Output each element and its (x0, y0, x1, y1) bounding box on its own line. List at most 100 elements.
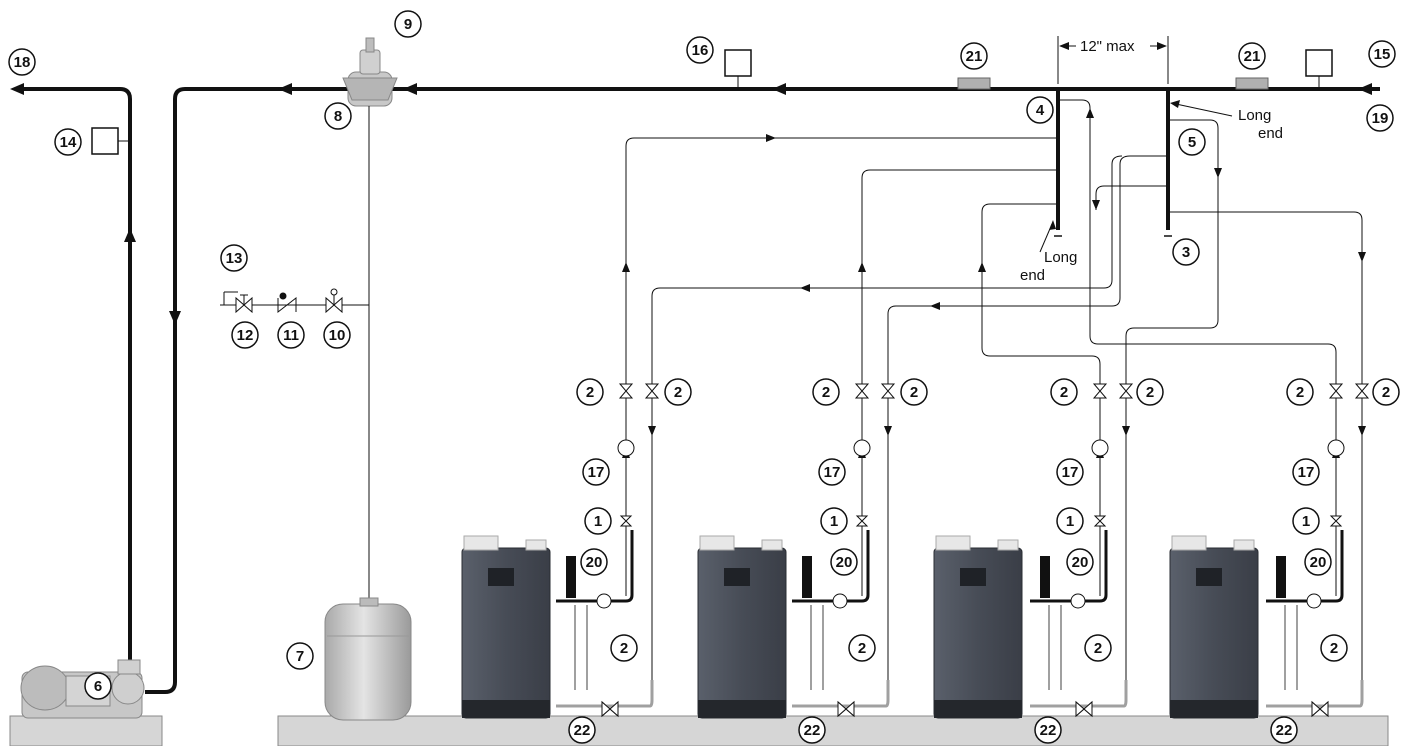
system-pump (20, 659, 145, 719)
callout-label: 14 (60, 134, 77, 151)
floor-base-left (9, 715, 163, 746)
callout-c5: 5 (1178, 128, 1206, 156)
callout-label: 17 (588, 464, 605, 481)
callout-circle (1292, 507, 1320, 535)
callout-c1_b4: 1 (1292, 507, 1320, 535)
callout-circle (1066, 548, 1094, 576)
callout-label: 1 (1302, 513, 1310, 530)
floor-base-right (277, 715, 1389, 746)
callout-label: 2 (1296, 384, 1304, 401)
callout-c18: 18 (8, 48, 36, 76)
secondary-flow-arrows (622, 108, 1366, 458)
callout-circle (610, 634, 638, 662)
callout-label: 22 (574, 722, 591, 739)
callout-label: 4 (1036, 102, 1045, 119)
boiler-3 (933, 530, 1128, 719)
callout-circle (1136, 378, 1164, 406)
sensor-14 (91, 127, 119, 155)
callout-label: 5 (1188, 134, 1196, 151)
callout-label: 17 (1062, 464, 1079, 481)
callout-label: 2 (620, 640, 628, 657)
callout-c22_b3: 22 (1034, 716, 1062, 744)
callout-c22_b1: 22 (568, 716, 596, 744)
callout-circle (830, 548, 858, 576)
callout-label: 20 (1072, 554, 1089, 571)
sensor-16 (724, 49, 752, 77)
callout-label: 3 (1182, 244, 1190, 261)
callout-c2_b2lo: 2 (848, 634, 876, 662)
callout-c21b: 21 (1238, 42, 1266, 70)
callout-c20_b3: 20 (1066, 548, 1094, 576)
leader-arrowheads (1049, 100, 1180, 230)
callout-c20_b2: 20 (830, 548, 858, 576)
callout-c17_b3: 17 (1056, 458, 1084, 486)
callout-c1_b3: 1 (1056, 507, 1084, 535)
callout-c20_b4: 20 (1304, 548, 1332, 576)
long-end-label-left-2: end (1020, 267, 1045, 284)
callout-label: 2 (586, 384, 594, 401)
expansion-tank (324, 597, 412, 721)
dimension-arrows (1059, 42, 1167, 50)
callout-circle (1304, 548, 1332, 576)
boiler-1 (461, 530, 654, 719)
callout-c2_b3l: 2 (1050, 378, 1078, 406)
callout-circle (286, 642, 314, 670)
callout-circle (1034, 716, 1062, 744)
callout-label: 11 (283, 327, 299, 344)
callout-circle (818, 458, 846, 486)
callout-circle (1372, 378, 1400, 406)
callout-circle (54, 128, 82, 156)
callout-c12: 12 (231, 321, 259, 349)
callout-c2_b4lo: 2 (1320, 634, 1348, 662)
callout-label: 7 (296, 648, 304, 665)
callout-label: 22 (1040, 722, 1057, 739)
callout-circle (1366, 104, 1394, 132)
callout-label: 2 (1060, 384, 1068, 401)
callout-circle (84, 672, 112, 700)
callout-c17_b2: 17 (818, 458, 846, 486)
callout-label: 2 (858, 640, 866, 657)
callout-circle (323, 321, 351, 349)
long-end-label-right-1: Long (1238, 107, 1271, 124)
callout-label: 17 (824, 464, 841, 481)
callout-label: 13 (226, 250, 243, 267)
long-end-leaders (1039, 103, 1233, 253)
callout-c6: 6 (84, 672, 112, 700)
callout-c21a: 21 (960, 42, 988, 70)
sensor-21-right (1235, 77, 1269, 90)
callout-circle (324, 102, 352, 130)
main-flow-arrows (10, 83, 1372, 325)
boiler-trim-1 (601, 383, 660, 718)
callout-label: 2 (822, 384, 830, 401)
callout-c13: 13 (220, 244, 248, 272)
callout-label: 20 (1310, 554, 1327, 571)
callout-label: 15 (1374, 46, 1391, 63)
callout-label: 2 (1330, 640, 1338, 657)
callout-c7: 7 (286, 642, 314, 670)
return-isolation-valves (601, 700, 1329, 718)
callout-c17_b4: 17 (1292, 458, 1320, 486)
callout-circle (1368, 40, 1396, 68)
boiler-2 (697, 530, 890, 719)
callout-label: 2 (910, 384, 918, 401)
callout-circle (1270, 716, 1298, 744)
callout-label: 17 (1298, 464, 1315, 481)
callout-circle (231, 321, 259, 349)
callout-c3: 3 (1172, 238, 1200, 266)
callout-label: 2 (1382, 384, 1390, 401)
air-separator (342, 37, 398, 107)
callout-circle (1026, 96, 1054, 124)
callout-circle (582, 458, 610, 486)
callout-circle (1238, 42, 1266, 70)
callout-c8: 8 (324, 102, 352, 130)
callout-label: 21 (966, 48, 983, 65)
callout-c2_b2r: 2 (900, 378, 928, 406)
callout-label: 20 (586, 554, 603, 571)
callout-label: 1 (594, 513, 602, 530)
callout-label: 22 (804, 722, 821, 739)
callout-circle (686, 36, 714, 64)
callout-circle (812, 378, 840, 406)
callout-c10: 10 (323, 321, 351, 349)
